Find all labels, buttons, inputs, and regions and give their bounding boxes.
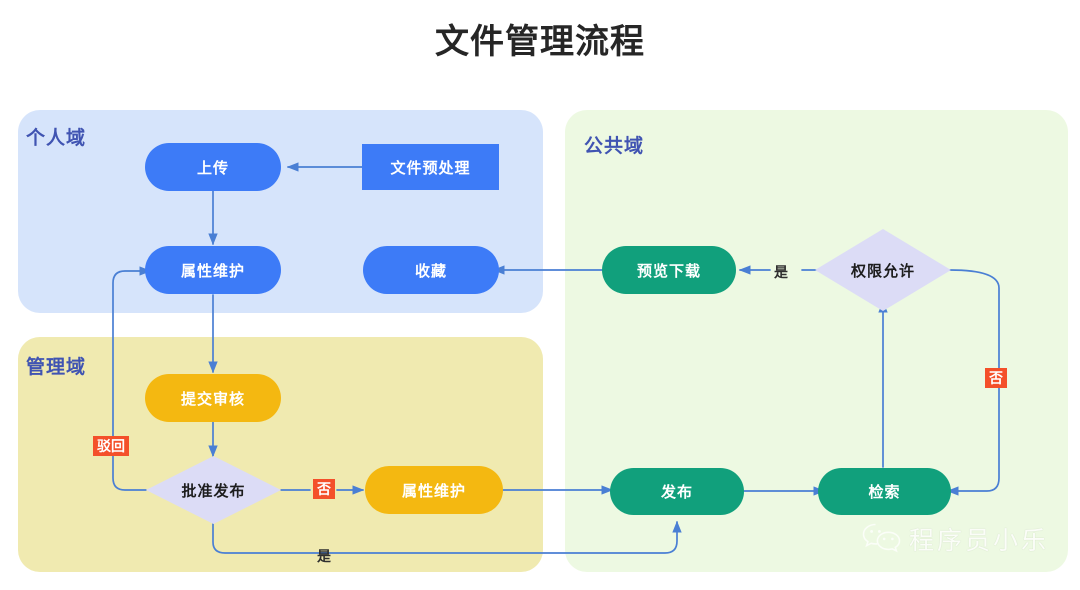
watermark-text: 程序员小乐 xyxy=(909,527,1050,555)
edge-label-approve-yes-text: 是 xyxy=(317,548,331,564)
node-attribute-maintenance-manage-label: 属性维护 xyxy=(401,482,466,500)
edge-label-permission-yes-text: 是 xyxy=(774,264,788,280)
node-approve-publish-label: 批准发布 xyxy=(181,482,246,500)
region-label-public-domain: 公共域 xyxy=(584,136,645,157)
page-title: 文件管理流程 xyxy=(435,23,645,61)
node-file-preprocess[interactable]: 文件预处理 xyxy=(362,144,499,190)
node-favorite[interactable]: 收藏 xyxy=(363,246,499,294)
edge-label-approve-no-text: 否 xyxy=(317,481,331,497)
edge-label-permission-no-text: 否 xyxy=(989,370,1003,386)
node-publish-label: 发布 xyxy=(660,484,693,501)
node-approve-publish-decision[interactable]: 批准发布 xyxy=(146,456,281,524)
edge-label-approve-yes: 是 xyxy=(317,546,331,566)
node-publish[interactable]: 发布 xyxy=(610,468,744,515)
watermark: 程序员小乐 xyxy=(862,521,1049,557)
node-submit-review-label: 提交审核 xyxy=(180,390,245,408)
node-favorite-label: 收藏 xyxy=(414,262,447,280)
region-label-personal-domain: 个人域 xyxy=(26,128,87,149)
region-label-management-domain: 管理域 xyxy=(26,357,87,378)
node-attribute-maintenance-personal-label: 属性维护 xyxy=(180,262,245,280)
node-preview-download-label: 预览下载 xyxy=(636,262,701,280)
node-retrieve[interactable]: 检索 xyxy=(818,468,951,515)
edge-label-approve-no: 否 xyxy=(313,479,335,500)
node-retrieve-label: 检索 xyxy=(868,484,901,501)
edge-label-reject: 驳回 xyxy=(93,436,129,457)
wechat-icon xyxy=(862,523,901,553)
node-attribute-maintenance-manage[interactable]: 属性维护 xyxy=(365,466,503,514)
edge-label-reject-text: 驳回 xyxy=(97,438,125,454)
node-upload[interactable]: 上传 xyxy=(145,143,281,191)
node-file-preprocess-label: 文件预处理 xyxy=(390,159,471,177)
node-upload-label: 上传 xyxy=(196,159,229,177)
node-permission-allowed-label: 权限允许 xyxy=(850,262,915,280)
node-submit-review[interactable]: 提交审核 xyxy=(145,374,281,422)
edge-label-permission-no: 否 xyxy=(985,368,1007,389)
node-permission-allowed-decision[interactable]: 权限允许 xyxy=(815,229,951,311)
edge-label-permission-yes: 是 xyxy=(774,262,788,282)
node-preview-download[interactable]: 预览下载 xyxy=(602,246,736,294)
node-attribute-maintenance-personal[interactable]: 属性维护 xyxy=(145,246,281,294)
